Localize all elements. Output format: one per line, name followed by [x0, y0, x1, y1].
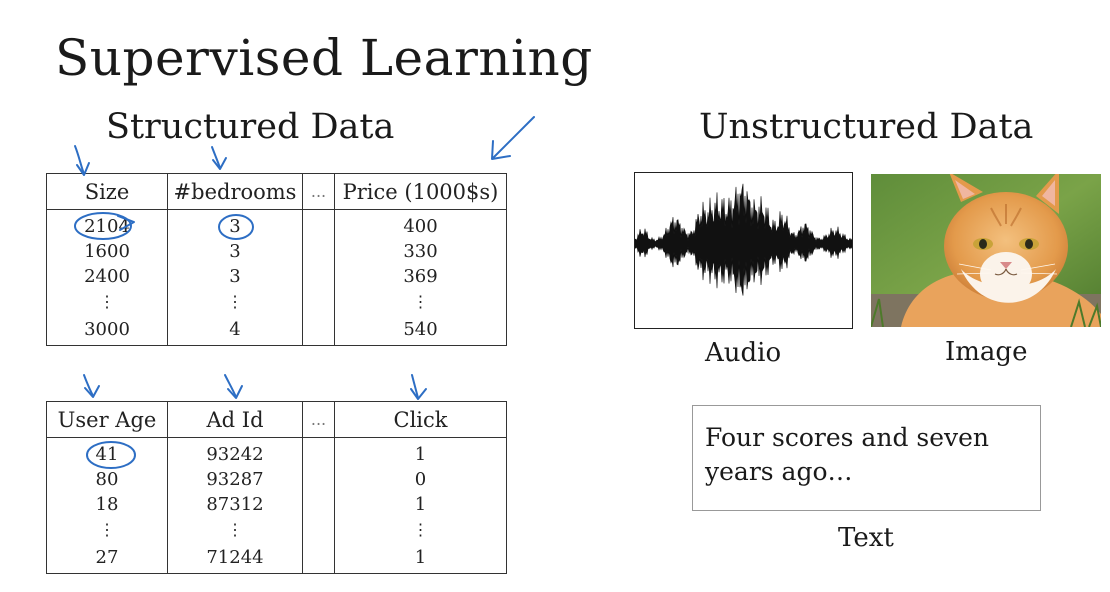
table-cell: 3: [167, 239, 303, 264]
table-cell: 2400: [46, 264, 168, 289]
cat-image: [871, 174, 1101, 327]
column-header-price: Price (1000$s): [334, 173, 507, 210]
table-cell: ⋮: [167, 517, 303, 542]
table-row: 3000 4 540: [46, 314, 507, 346]
table-cell: 4: [167, 314, 303, 346]
table-cell: 3000: [46, 314, 168, 346]
table-cell: 1: [334, 492, 507, 517]
table-cell: 41: [46, 437, 168, 467]
table-cell: ⋮: [334, 517, 507, 542]
table-cell: [302, 492, 335, 517]
table-row: 2400 3 369: [46, 264, 507, 289]
table-cell: [302, 467, 335, 492]
ads-table: User Age Ad Id ... Click 41 93242 1 80 9…: [46, 401, 507, 574]
table-cell: 0: [334, 467, 507, 492]
table-cell: 93287: [167, 467, 303, 492]
table-cell: 80: [46, 467, 168, 492]
table-cell: ⋮: [46, 517, 168, 542]
table-cell: ⋮: [167, 289, 303, 314]
table-cell: 93242: [167, 437, 303, 467]
arrow-down-left-icon: [491, 116, 535, 160]
column-header-bedrooms: #bedrooms: [167, 173, 303, 210]
audio-waveform-panel: [634, 172, 853, 329]
housing-table: Size #bedrooms ... Price (1000$s) 2104 3…: [46, 173, 507, 346]
table-cell: [302, 209, 335, 239]
table-cell: [302, 289, 335, 314]
table-row: 1600 3 330: [46, 239, 507, 264]
table-cell: 18: [46, 492, 168, 517]
column-header-ad-id: Ad Id: [167, 401, 303, 438]
slide-title: Supervised Learning: [55, 29, 593, 87]
table-cell: 3: [167, 264, 303, 289]
column-header-click: Click: [334, 401, 507, 438]
table-cell: 1: [334, 437, 507, 467]
unstructured-data-heading: Unstructured Data: [699, 107, 1034, 147]
table-cell: [302, 542, 335, 574]
table-cell: 87312: [167, 492, 303, 517]
table-row: 2104 3 400: [46, 209, 507, 239]
audio-label: Audio: [705, 338, 782, 368]
column-header-ellipsis: ...: [302, 173, 335, 210]
column-header-size: Size: [46, 173, 168, 210]
table-cell: 330: [334, 239, 507, 264]
table-header-row: User Age Ad Id ... Click: [46, 401, 507, 438]
table-cell: ⋮: [334, 289, 507, 314]
table-row: 27 71244 1: [46, 542, 507, 574]
table-cell: 3: [167, 209, 303, 239]
table-row: 41 93242 1: [46, 437, 507, 467]
table-row: 18 87312 1: [46, 492, 507, 517]
table-row: 80 93287 0: [46, 467, 507, 492]
column-header-user-age: User Age: [46, 401, 168, 438]
arrow-down-icon: [211, 146, 227, 170]
text-label: Text: [838, 523, 894, 553]
structured-data-heading: Structured Data: [106, 107, 395, 147]
arrow-down-icon: [83, 374, 100, 398]
table-cell: 2104: [46, 209, 168, 239]
table-cell: 1600: [46, 239, 168, 264]
cat-photo-icon: [871, 174, 1101, 327]
table-cell: 71244: [167, 542, 303, 574]
table-cell: 540: [334, 314, 507, 346]
table-cell: 369: [334, 264, 507, 289]
table-cell: [302, 264, 335, 289]
column-header-ellipsis: ...: [302, 401, 335, 438]
arrow-down-icon: [410, 374, 427, 400]
image-label: Image: [945, 337, 1028, 367]
table-cell: 27: [46, 542, 168, 574]
table-header-row: Size #bedrooms ... Price (1000$s): [46, 173, 507, 210]
audio-waveform-icon: [634, 183, 853, 296]
table-row: ⋮ ⋮ ⋮: [46, 517, 507, 542]
table-row: ⋮ ⋮ ⋮: [46, 289, 507, 314]
table-cell: [302, 517, 335, 542]
table-cell: ⋮: [46, 289, 168, 314]
text-sample-box: Four scores and seven years ago…: [692, 405, 1041, 511]
table-cell: [302, 239, 335, 264]
arrow-down-icon: [74, 145, 90, 176]
table-cell: 1: [334, 542, 507, 574]
table-cell: [302, 314, 335, 346]
table-cell: [302, 437, 335, 467]
arrow-down-icon: [224, 374, 243, 399]
table-cell: 400: [334, 209, 507, 239]
